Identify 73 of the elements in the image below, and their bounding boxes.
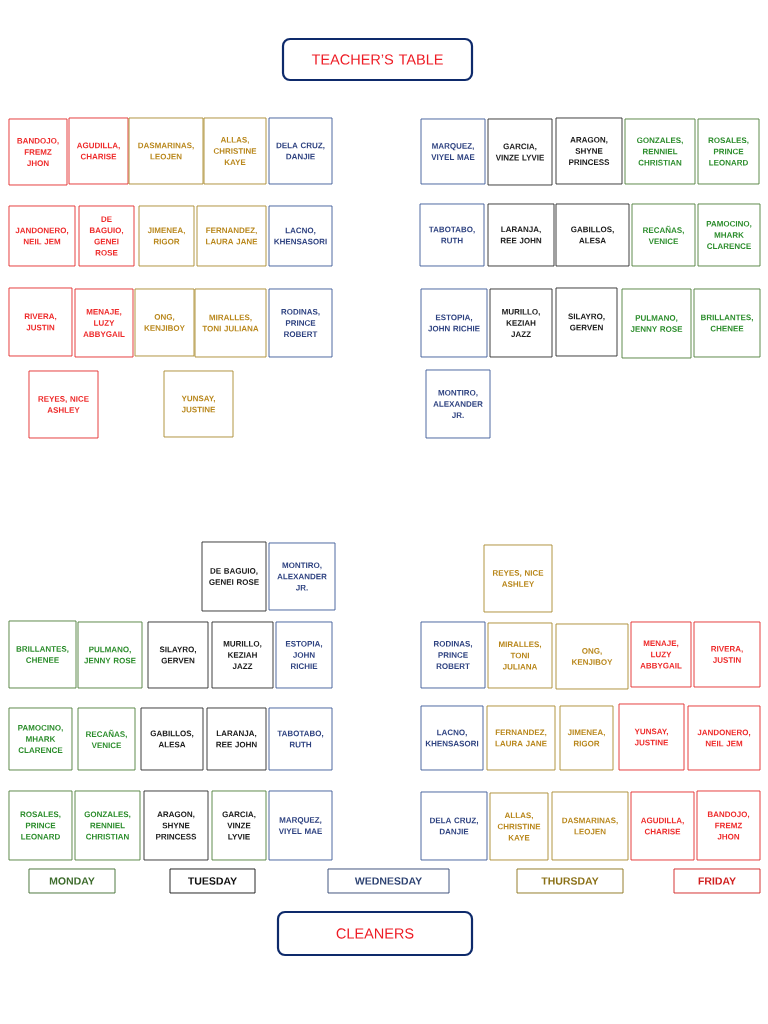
name-card: MARQUEZ, VIYEL MAE — [268, 790, 333, 861]
name-card: ONG, KENJIBOY — [555, 623, 629, 690]
name-card: BRILLANTES, CHENEE — [693, 288, 761, 358]
name-card: PAMOCINO, MHARK CLARENCE — [697, 203, 761, 267]
name-card: ESTOPIA, JOHN RICHIE — [420, 288, 488, 358]
name-card: MENAJE, LUZY ABBYGAIL — [630, 621, 692, 688]
name-card: DE BAGUIO, GENEI ROSE — [201, 541, 267, 612]
day-box: THURSDAY — [516, 868, 624, 894]
name-card: RECAÑAS, VENICE — [631, 203, 696, 267]
name-card: MURILLO, KEZIAH JAZZ — [489, 288, 553, 358]
name-card: AGUDILLA, CHARISE — [68, 117, 129, 185]
name-card: GABILLOS, ALESA — [555, 203, 630, 267]
name-card: MENAJE, LUZY ABBYGAIL — [74, 288, 134, 358]
name-card: BANDOJO, FREMZ JHON — [8, 118, 68, 186]
day-box: WEDNESDAY — [327, 868, 450, 894]
name-card: GONZALES, RENNIEL CHRISTIAN — [74, 790, 141, 861]
name-card: FERNANDEZ, LAURA JANE — [486, 705, 556, 771]
name-card: JIMENEA, RIGOR — [138, 205, 195, 267]
name-card: PAMOCINO, MHARK CLARENCE — [8, 707, 73, 771]
name-card: ARAGON, SHYNE PRINCESS — [143, 790, 209, 861]
name-card: LARANJA, REE JOHN — [206, 707, 267, 771]
name-card: ARAGON, SHYNE PRINCESS — [555, 117, 623, 185]
name-card: DELA CRUZ, DANJIE — [420, 791, 488, 861]
name-card: ALLAS, CHRISTINE KAYE — [489, 792, 549, 861]
name-card: JIMENEA, RIGOR — [559, 705, 614, 771]
name-card: GARCIA, VINZE LYVIE — [211, 790, 267, 861]
name-card: ESTOPIA, JOHN RICHIE — [275, 621, 333, 689]
name-card: GABILLOS, ALESA — [140, 707, 204, 771]
name-card: RIVERA, JUSTIN — [8, 287, 73, 357]
name-card: SILAYRO, GERVEN — [555, 287, 618, 357]
label-box: TEACHER’S TABLE — [281, 37, 474, 82]
name-card: MARQUEZ, VIYEL MAE — [420, 118, 486, 185]
name-card: MIRALLES, TONI JULIANA — [487, 622, 553, 689]
name-card: RODINAS, PRINCE ROBERT — [420, 621, 486, 689]
name-card: FERNANDEZ, LAURA JANE — [196, 205, 267, 267]
name-card: DASMARINAS, LEOJEN — [551, 791, 629, 861]
name-card: MIRALLES, TONI JULIANA — [194, 288, 267, 358]
name-card: YUNSAY, JUSTINE — [618, 703, 685, 771]
day-box: TUESDAY — [169, 868, 256, 894]
name-card: JANDONERO, NEIL JEM — [8, 205, 76, 267]
name-card: JANDONERO, NEIL JEM — [687, 705, 761, 771]
name-card: PULMANO, JENNY ROSE — [77, 621, 143, 689]
name-card: MURILLO, KEZIAH JAZZ — [211, 621, 274, 689]
name-card: LACNO, KHENSASORI — [420, 705, 484, 771]
name-card: TABOTABO, RUTH — [268, 707, 333, 771]
name-card: REYES, NICE ASHLEY — [28, 370, 99, 439]
name-card: ONG, KENJIBOY — [134, 288, 195, 357]
name-card: DASMARINAS, LEOJEN — [128, 117, 204, 185]
name-card: RODINAS, PRINCE ROBERT — [268, 288, 333, 358]
label-box: CLEANERS — [276, 910, 474, 957]
name-card: PULMANO, JENNY ROSE — [621, 288, 692, 359]
name-card: REYES, NICE ASHLEY — [483, 544, 553, 613]
day-box: MONDAY — [28, 868, 116, 894]
name-card: AGUDILLA, CHARISE — [630, 791, 695, 861]
name-card: BRILLANTES, CHENEE — [8, 620, 77, 689]
name-card: DELA CRUZ, DANJIE — [268, 117, 333, 185]
name-card: MONTIRO, ALEXANDER JR. — [425, 369, 491, 439]
name-card: YUNSAY, JUSTINE — [163, 370, 234, 438]
name-card: TABOTABO, RUTH — [419, 203, 485, 267]
name-card: ROSALES, PRINCE LEONARD — [697, 118, 760, 185]
name-card: GARCIA, VINZE LYVIE — [487, 118, 553, 186]
name-card: LACNO, KHENSASORI — [268, 205, 333, 267]
name-card: ROSALES, PRINCE LEONARD — [8, 790, 73, 861]
name-card: RIVERA, JUSTIN — [693, 621, 761, 688]
name-card: ALLAS, CHRISTINE KAYE — [203, 117, 267, 185]
name-card: DE BAGUIO, GENEI ROSE — [78, 205, 135, 267]
name-card: SILAYRO, GERVEN — [147, 621, 209, 689]
name-card: BANDOJO, FREMZ JHON — [696, 790, 761, 861]
name-card: MONTIRO, ALEXANDER JR. — [268, 542, 336, 611]
name-card: RECAÑAS, VENICE — [77, 707, 136, 771]
name-card: GONZALES, RENNIEL CHRISTIAN — [624, 118, 696, 185]
name-card: LARANJA, REE JOHN — [487, 203, 555, 267]
day-box: FRIDAY — [673, 868, 761, 894]
